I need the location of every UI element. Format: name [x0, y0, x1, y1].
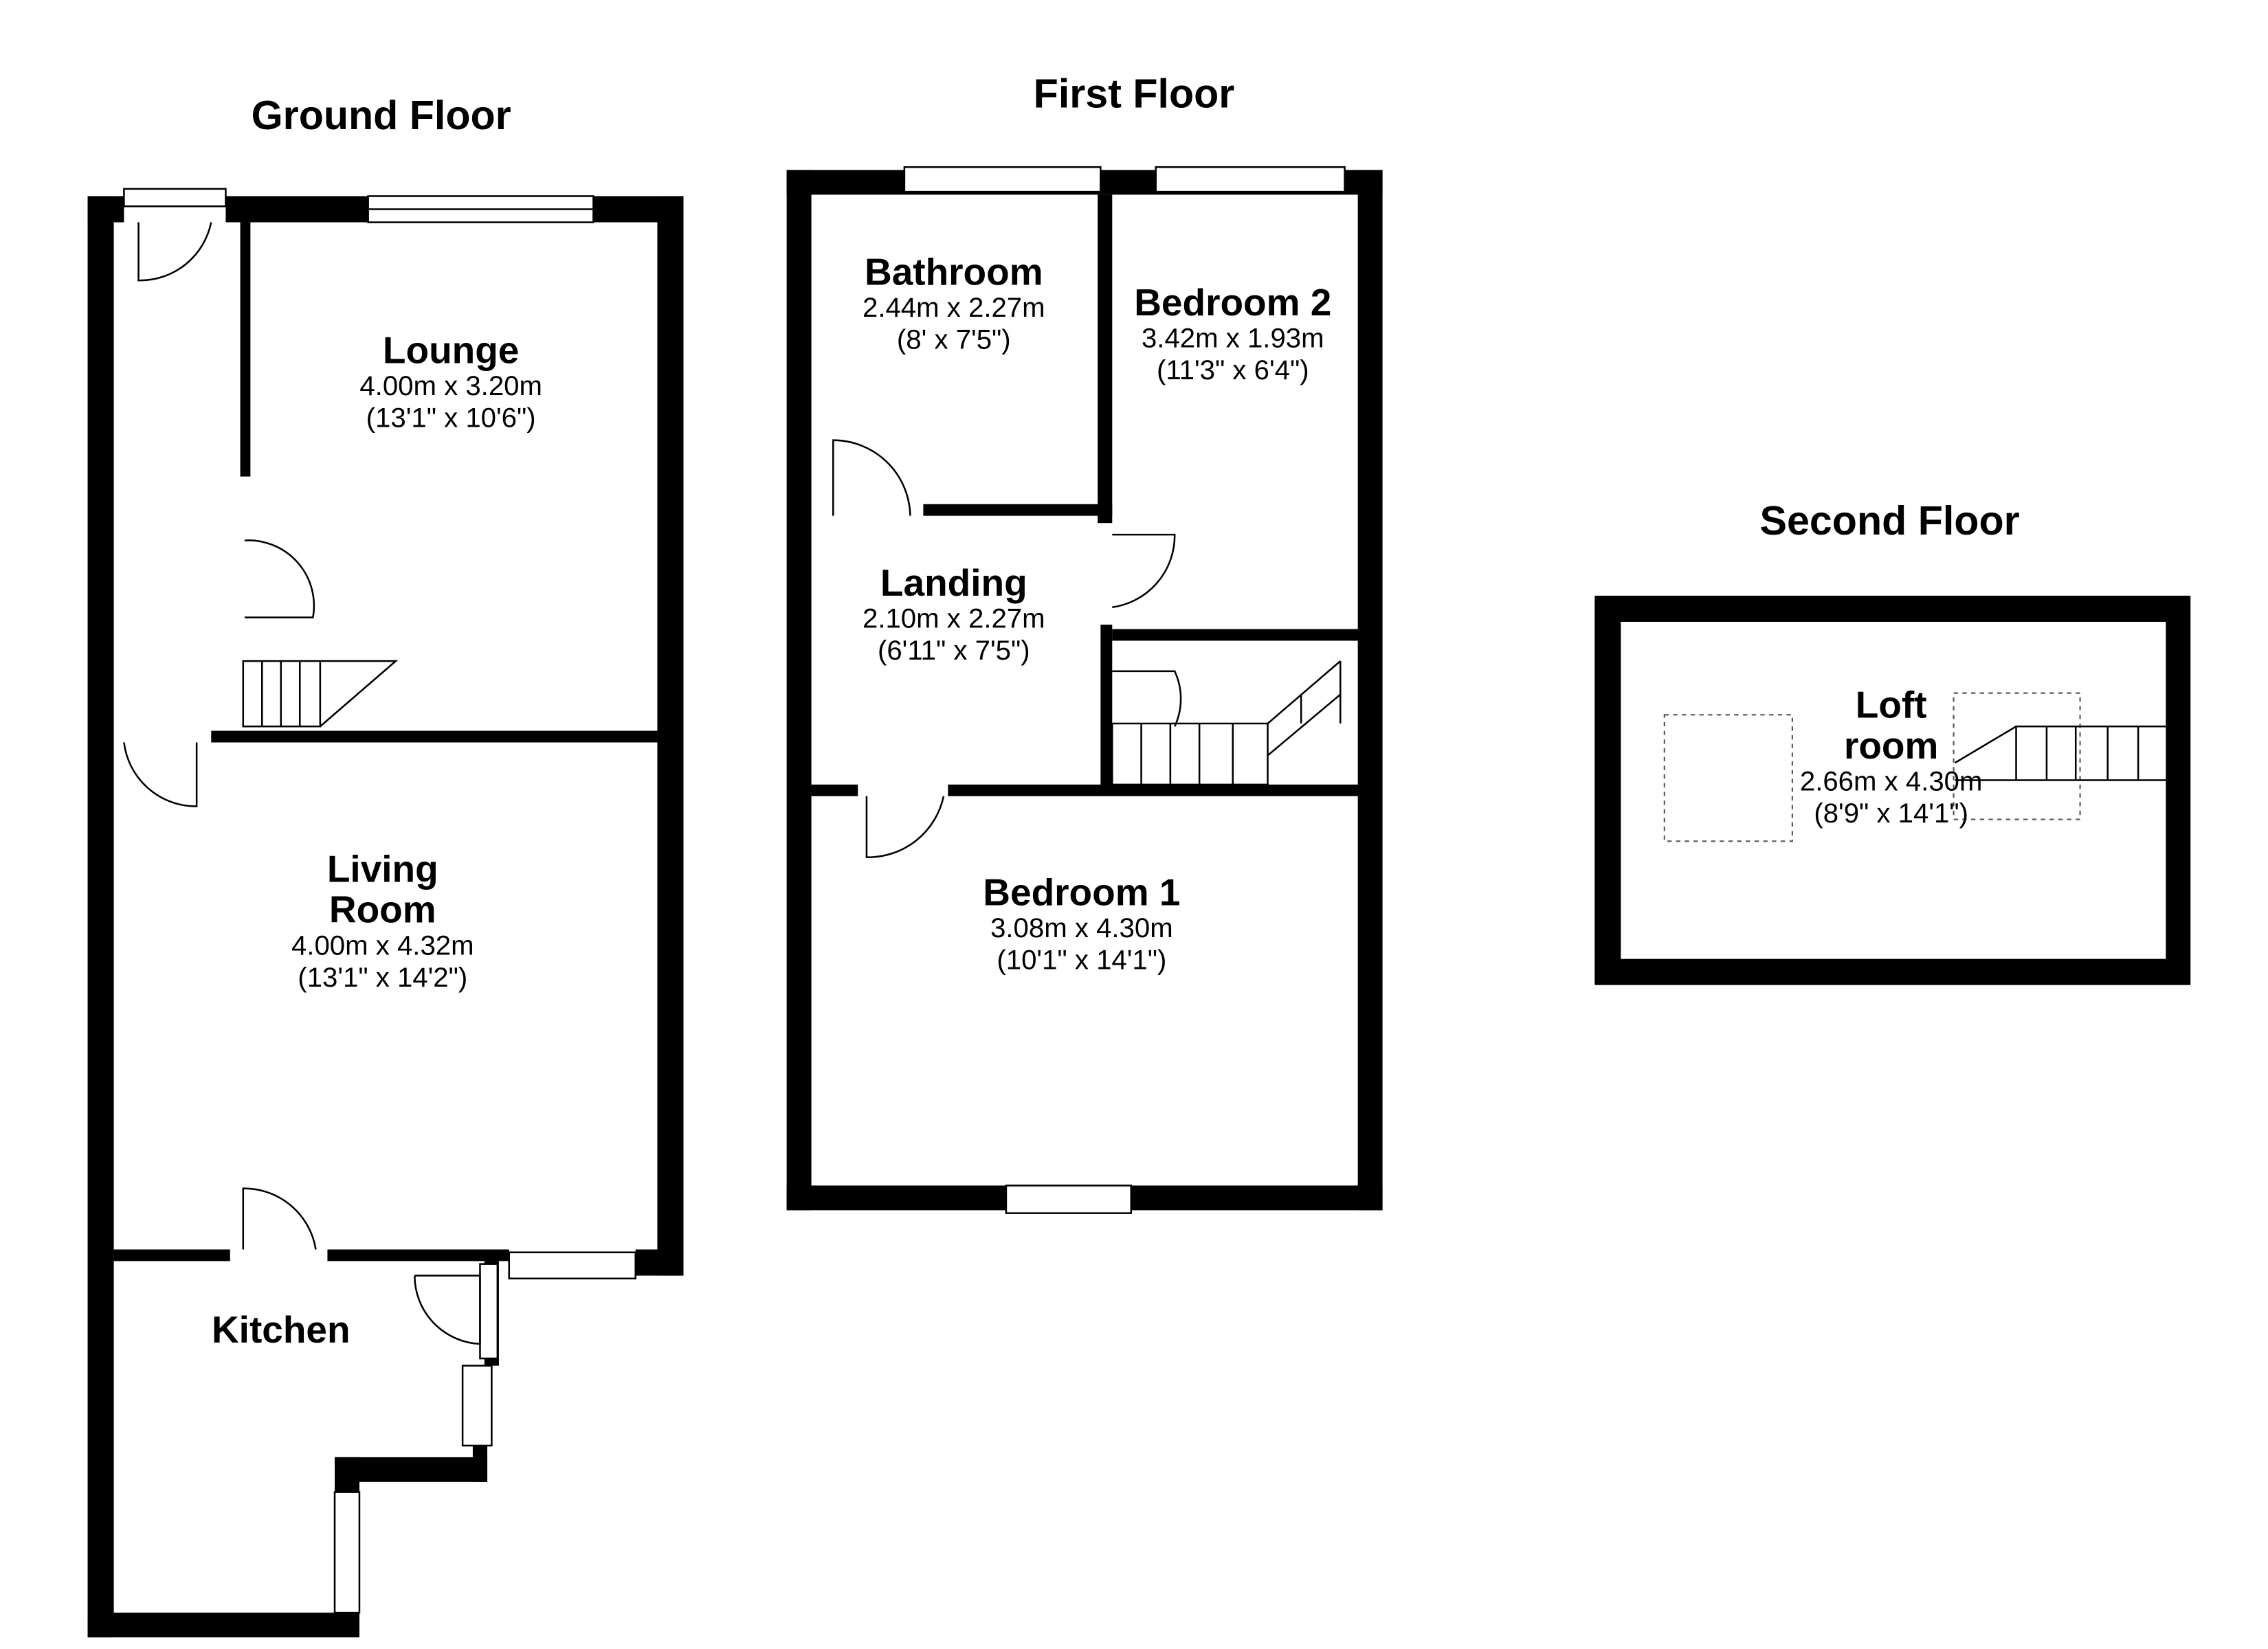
lounge-metric: 4.00m x 3.20m — [359, 370, 542, 401]
window — [1155, 166, 1346, 193]
lounge-label: Lounge — [383, 329, 519, 372]
bedroom-1-metric: 3.08m x 4.30m — [990, 912, 1173, 943]
window — [333, 1491, 361, 1614]
living-room-label-2: Room — [329, 888, 436, 931]
kitchen-label: Kitchen — [212, 1308, 351, 1351]
landing-imperial: (6'11" x 7'5") — [878, 635, 1030, 666]
lounge-imperial: (13'1" x 10'6") — [366, 403, 536, 434]
bedroom-1-label: Bedroom 1 — [983, 871, 1180, 913]
second-floor-title: Second Floor — [1759, 497, 2019, 543]
landing-label: Landing — [880, 561, 1027, 604]
loft-room-metric: 2.66m x 4.30m — [1800, 765, 1983, 796]
window — [903, 166, 1102, 193]
ground-floor-title: Ground Floor — [252, 92, 511, 138]
bedroom-2-label: Bedroom 2 — [1134, 281, 1331, 324]
window — [461, 1365, 493, 1447]
loft-room-label: Loft — [1856, 684, 1927, 726]
front-door — [123, 188, 227, 207]
landing-metric: 2.10m x 2.27m — [863, 603, 1045, 633]
second-floor: Second Floor Loft room 2.66m x 4.30m (8'… — [1594, 497, 2191, 985]
bathroom-metric: 2.44m x 2.27m — [863, 292, 1045, 323]
living-room-imperial: (13'1" x 14'2") — [298, 962, 467, 993]
window — [1005, 1185, 1133, 1214]
first-floor-title: First Floor — [1034, 70, 1235, 116]
bedroom-1-imperial: (10'1" x 14'1") — [997, 944, 1166, 975]
loft-room-label-2: room — [1844, 724, 1938, 767]
bathroom-imperial: (8' x 7'5") — [897, 324, 1011, 355]
bathroom-label: Bathroom — [865, 250, 1043, 293]
ground-floor: Ground Floor Lounge 4.00m x 3.20m (13'1"… — [87, 92, 684, 1638]
bedroom-2-imperial: (11'3" x 6'4") — [1157, 355, 1309, 385]
loft-room-imperial: (8'9" x 14'1") — [1814, 798, 1968, 829]
first-floor: First Floor Bathroom 2.44m x 2.27m (8' x… — [786, 70, 1383, 1214]
living-room-metric: 4.00m x 4.32m — [291, 930, 474, 961]
bedroom-2-metric: 3.42m x 1.93m — [1142, 322, 1324, 353]
window — [508, 1251, 636, 1280]
living-room-label: Living — [327, 848, 438, 890]
